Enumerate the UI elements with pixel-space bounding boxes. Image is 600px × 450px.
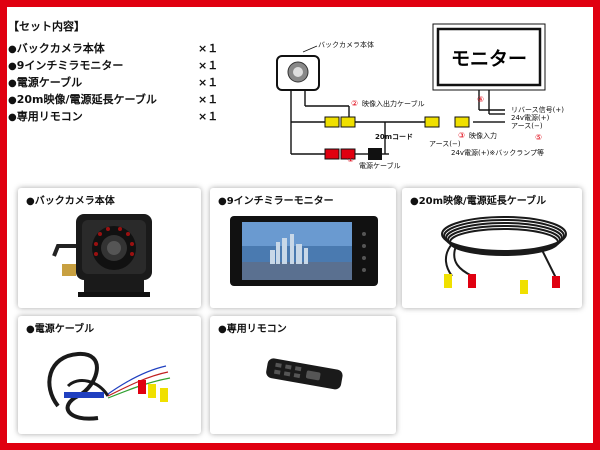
ground-label: アース(−)	[511, 122, 543, 130]
wiring-diagram: モニター バックカメラ本体 ② 映像入出力ケーブル 20mコード ① 電源ケーブ…	[276, 23, 564, 170]
card-label: ●バックカメラ本体	[26, 196, 115, 207]
num-3: ③	[458, 131, 465, 140]
card-monitor: ●9インチミラーモニター	[210, 188, 396, 308]
item-qty: ×１	[198, 110, 219, 123]
item-label: 20m映像/電源延長ケーブル	[16, 93, 157, 106]
video-cable-label: 映像入出力ケーブル	[362, 99, 425, 108]
power-24v-backlamp-label: 24v電源(+)※バックランプ等	[451, 148, 544, 157]
card-remote: ●専用リモコン	[210, 316, 396, 434]
camera-lens-inner	[293, 67, 303, 77]
item-label: 電源ケーブル	[16, 76, 83, 89]
item-label: バックカメラ本体	[16, 42, 105, 55]
item-qty: ×１	[198, 93, 219, 106]
red-connector	[340, 148, 356, 160]
card-power-cable: ●電源ケーブル	[18, 316, 201, 434]
yellow-connector	[340, 116, 356, 128]
red-connector	[324, 148, 340, 160]
reverse-signal-label: リバース信号(+)	[511, 105, 564, 114]
item-qty: ×１	[198, 76, 219, 89]
set-contents-title: 【セット内容】	[8, 20, 85, 33]
item-qty: ×１	[198, 59, 219, 72]
list-item: ●電源ケーブル ×１	[8, 74, 223, 91]
list-item: ●20m映像/電源延長ケーブル ×１	[8, 91, 223, 108]
bullet: ●	[8, 78, 17, 89]
item-qty: ×１	[198, 42, 219, 55]
power-24v-label: 24v電源(+)	[511, 113, 550, 122]
card-label: ●9インチミラーモニター	[218, 196, 334, 207]
cord-20m-label: 20mコード	[375, 133, 413, 141]
yellow-connector	[424, 116, 440, 128]
card-label: ●電源ケーブル	[26, 324, 95, 335]
monitor-image	[230, 216, 378, 286]
power-cable-label: 電源ケーブル	[359, 161, 401, 170]
black-connector	[368, 148, 382, 160]
camera-label: バックカメラ本体	[318, 40, 374, 49]
card-label: ●専用リモコン	[218, 324, 287, 335]
list-item: ●バックカメラ本体 ×１	[8, 40, 223, 57]
bullet: ●	[8, 44, 17, 55]
bullet: ●	[8, 95, 17, 106]
num-5: ⑤	[535, 133, 542, 142]
item-label: 専用リモコン	[16, 110, 83, 123]
card-ext-cable: ●20m映像/電源延長ケーブル	[402, 188, 582, 308]
item-label: 9インチミラモニター	[16, 59, 124, 72]
monitor-label: モニター	[451, 48, 527, 70]
num-1: ①	[347, 155, 354, 164]
monitor-inner	[436, 27, 542, 87]
yellow-connector	[454, 116, 470, 128]
num-2: ②	[351, 99, 358, 108]
yellow-connector	[324, 116, 340, 128]
card-label: ●20m映像/電源延長ケーブル	[410, 196, 547, 207]
card-camera: ●バックカメラ本体	[18, 188, 201, 308]
set-contents-list: ●バックカメラ本体 ×１ ●9インチミラモニター ×１ ●電源ケーブル ×１ ●…	[8, 40, 223, 125]
ground-label-2: アース(−)	[429, 140, 461, 148]
video-input-label: 映像入力	[469, 131, 497, 140]
cable-coil-image	[441, 216, 567, 294]
num-4: ④	[477, 95, 484, 104]
list-item: ●専用リモコン ×１	[8, 108, 223, 125]
list-item: ●9インチミラモニター ×１	[8, 57, 223, 74]
power-cable-image	[47, 351, 171, 421]
remote-image	[266, 358, 343, 390]
bullet: ●	[8, 61, 17, 72]
camera-image	[52, 214, 152, 297]
bullet: ●	[8, 112, 17, 123]
leader-line	[302, 45, 318, 53]
